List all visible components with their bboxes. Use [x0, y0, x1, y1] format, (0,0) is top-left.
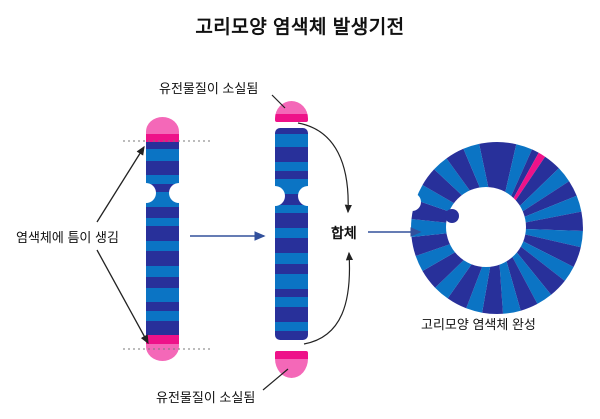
chromosome-band	[275, 273, 308, 289]
chromosome-band	[146, 160, 179, 175]
chromosome-band	[275, 296, 308, 308]
gap-arrow-bottom	[96, 249, 149, 345]
chromosome-band	[275, 171, 308, 180]
gap-arrow-top	[96, 145, 145, 223]
chromosome-band	[275, 252, 308, 265]
chromosome-band	[146, 174, 179, 184]
chromosome-intact	[146, 117, 179, 361]
loss-pointer-bottom	[262, 368, 289, 391]
label-genetic-loss-top: 유전물질이 소실됨	[159, 81, 259, 96]
chromosome-band	[146, 334, 179, 345]
chromosome-band	[275, 238, 308, 253]
chromosome-band	[275, 264, 308, 274]
broken-telomere-top	[275, 101, 308, 122]
label-gap-forms: 염색체에 틈이 생김	[16, 230, 119, 245]
chromosome-band	[146, 310, 179, 322]
chromosome-band	[275, 227, 308, 239]
loss-pointer-top	[271, 94, 286, 109]
ring-centromere-bump	[445, 209, 459, 223]
chromosome-band	[275, 307, 308, 323]
ring-centromere-notch	[403, 193, 421, 211]
chromosome-band	[275, 204, 308, 213]
chromosome-band	[146, 225, 179, 241]
chromosome-band	[146, 117, 179, 134]
chromosome-band	[275, 330, 308, 340]
merge-curve-bottom	[303, 251, 354, 345]
centromere-pinch	[275, 186, 285, 206]
chromosome-band	[275, 194, 308, 205]
chromosome-band	[146, 142, 179, 150]
diagram-title: 고리모양 염색체 발생기전	[195, 17, 405, 38]
chromosome-broken-body	[275, 128, 308, 340]
chromosome-band	[146, 277, 179, 288]
chromosome-band	[146, 207, 179, 218]
telomere-band	[275, 114, 308, 122]
ring-segment	[479, 142, 517, 228]
chromosome-band	[146, 321, 179, 335]
label-genetic-loss-bottom: 유전물질이 소실됨	[156, 390, 256, 405]
telomere-band	[275, 351, 308, 359]
chromosome-band	[275, 146, 308, 162]
chromosome-band	[146, 217, 179, 226]
chromosome-band	[275, 213, 308, 228]
ring-hole	[446, 187, 526, 267]
chromosome-band	[275, 322, 308, 331]
chromosome-band	[275, 128, 308, 135]
chromosome-band	[146, 149, 179, 161]
chromosome-band	[146, 265, 179, 278]
chromosome-band	[275, 288, 308, 297]
chromosome-band	[146, 344, 179, 361]
label-ring-complete: 고리모양 염색체 완성	[421, 317, 536, 332]
chromosome-band	[146, 240, 179, 251]
merge-curve-top	[297, 122, 352, 214]
centromere-pinch	[146, 183, 156, 203]
chromosome-band	[275, 161, 308, 172]
chromosome-band	[146, 302, 179, 311]
centromere-pinch	[169, 183, 179, 203]
centromere-pinch	[298, 186, 308, 206]
chromosome-band	[146, 287, 179, 303]
chromosome-band	[146, 184, 179, 193]
chromosome-band	[146, 133, 179, 143]
chromosome-band	[146, 251, 179, 266]
chromosome-band	[275, 134, 308, 147]
ring-chromosome	[403, 142, 583, 315]
telomere-dome	[275, 101, 308, 114]
label-merge: 합체	[331, 225, 357, 241]
